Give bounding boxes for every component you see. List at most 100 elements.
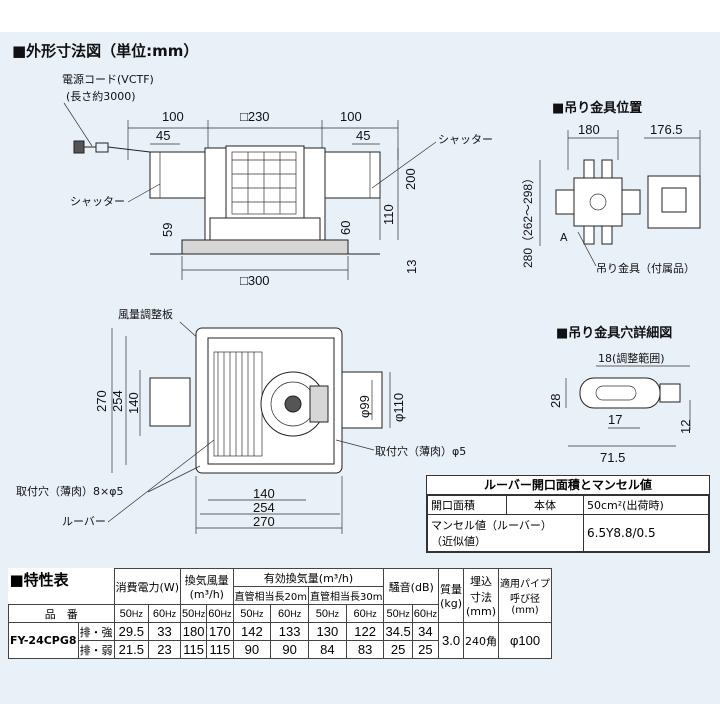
louver-label: ルーバー xyxy=(62,515,106,528)
spec-cell: 21.5 xyxy=(113,640,150,659)
louver-box-title: ルーバー開口面積とマンセル値 xyxy=(427,476,709,495)
spec-mass: 3.0 xyxy=(438,622,465,659)
spec-cell: 115 xyxy=(206,640,234,659)
spec-cell: 142 xyxy=(232,622,272,641)
spec-product-label: 品 番 xyxy=(8,604,115,623)
hz-60: 60 xyxy=(353,607,366,620)
dim-hanger-176: 176.5 xyxy=(650,122,683,137)
dim-top-right-100: 100 xyxy=(340,109,362,124)
hz-unit: Hz xyxy=(426,608,438,619)
spec-mode-strong: 排・強 xyxy=(77,622,115,641)
dim-height-110: 110 xyxy=(381,204,396,225)
hz-60: 60 xyxy=(208,607,221,620)
spec-head-pipe: 適用パイプ 呼び径 (mm) xyxy=(498,568,553,623)
dim-top-right-45: 45 xyxy=(356,128,370,143)
hz-60: 60 xyxy=(413,607,427,620)
hz-50: 50 xyxy=(386,607,399,620)
louver-munsell-value: 6.5Y8.8/0.5 xyxy=(583,514,709,552)
dim-hole-12: 12 xyxy=(678,420,693,434)
spec-head-embed: 埋込 寸法 (mm) xyxy=(463,568,500,623)
spec-model: FY-24CPG8 xyxy=(8,622,79,659)
louver-value-box: ルーバー開口面積とマンセル値 開口面積 本体 50cm²(出荷時) マンセル値（… xyxy=(426,475,710,553)
hanger-part-label: 吊り金具（付属品） xyxy=(596,261,695,275)
hz-50: 50 xyxy=(119,607,132,620)
spec-cell: 83 xyxy=(345,640,385,659)
hz-unit: Hz xyxy=(252,608,264,619)
plan-view: 風量調整板 270 xyxy=(16,307,466,534)
spec-mode-weak: 排・弱 xyxy=(77,640,115,659)
dim-panel-300: □300 xyxy=(240,273,270,288)
right-duct xyxy=(324,151,381,199)
hz-unit: Hz xyxy=(290,608,302,619)
spec-cell: 34 xyxy=(411,622,440,641)
spec-cell: 23 xyxy=(148,640,182,659)
hz-60: 60 xyxy=(278,607,291,620)
dim-top-left-100: 100 xyxy=(162,109,184,124)
spec-head-noise: 騒音(dB) xyxy=(383,568,440,605)
dim-bottom-254: 254 xyxy=(253,500,275,515)
dim-plan-270: 270 xyxy=(94,390,109,412)
hz-unit: Hz xyxy=(365,608,377,619)
hz-unit: Hz xyxy=(194,608,206,619)
spec-hz-cell: 60Hz xyxy=(411,604,440,623)
dim-height-200: 200 xyxy=(403,168,418,190)
spec-head-power: 消費電力(W) xyxy=(113,568,182,605)
plan-right-duct xyxy=(339,371,383,429)
spec-hz-cell: 50Hz xyxy=(383,604,413,623)
spec-embed: 240角 xyxy=(463,622,500,659)
louver-table: 開口面積 本体 50cm²(出荷時) マンセル値（ルーバー） （近似値） 6.5… xyxy=(427,495,709,552)
dim-bottom-140: 140 xyxy=(253,486,275,501)
spec-cell: 90 xyxy=(270,640,309,659)
spec-head-30m: 直管相当長30m xyxy=(307,586,385,605)
spec-cell: 170 xyxy=(206,622,234,641)
hz-50: 50 xyxy=(315,607,328,620)
front-view: 電源コード(VCTF) (長さ約3000) 100 □230 100 45 45 xyxy=(62,72,493,288)
spec-table: ■特性表 消費電力(W) 換気風量 (m³/h) 有効換気量(m³/h) 騒音(… xyxy=(8,568,553,659)
spec-hz-cell: 50Hz xyxy=(308,604,347,623)
spec-pipe: φ100 xyxy=(498,622,553,659)
spec-cell: 29.5 xyxy=(113,622,150,641)
hz-unit: Hz xyxy=(220,608,232,619)
dim-duct-110: φ110 xyxy=(391,393,406,422)
dim-top-230: □230 xyxy=(240,109,270,124)
louver-grid xyxy=(231,151,297,215)
dim-hanger-280: 280（262～298） xyxy=(521,172,535,268)
louver-head-body: 本体 xyxy=(506,495,584,515)
hz-50: 50 xyxy=(240,607,253,620)
outer-dimension-title: ■外形寸法図（単位:mm） xyxy=(12,42,198,60)
dim-height-60: 60 xyxy=(338,221,353,235)
louver-head-area: 開口面積 xyxy=(427,495,507,515)
plug-icon xyxy=(73,140,85,154)
dim-hole-28: 28 xyxy=(548,394,563,408)
hanger-hole-title: ■吊り金具穴詳細図 xyxy=(556,325,672,341)
plan-left-duct xyxy=(149,377,191,427)
dim-plan-140: 140 xyxy=(126,392,141,414)
spec-cell: 25 xyxy=(383,640,413,659)
hz-unit: Hz xyxy=(165,608,177,619)
dim-bottom-270: 270 xyxy=(253,514,275,529)
hz-60: 60 xyxy=(152,607,166,620)
hanger-side-body xyxy=(647,175,701,229)
spec-hz-cell: 60Hz xyxy=(206,604,234,623)
cord-label: 電源コード(VCTF) xyxy=(62,72,154,86)
hz-unit: Hz xyxy=(131,608,143,619)
spec-hz-cell: 60Hz xyxy=(148,604,182,623)
spec-cell: 84 xyxy=(308,640,347,659)
hanger-plate xyxy=(579,377,661,409)
spec-hz-cell: 50Hz xyxy=(232,604,272,623)
dim-height-13: 13 xyxy=(404,260,419,274)
spec-title: ■特性表 xyxy=(9,570,69,589)
cord-length-label: (長さ約3000) xyxy=(66,89,136,103)
spec-cell: 34.5 xyxy=(383,622,413,641)
hz-unit: Hz xyxy=(327,608,339,619)
hz-50: 50 xyxy=(182,607,195,620)
louver-munsell-label: マンセル値（ルーバー） （近似値） xyxy=(427,514,584,552)
spec-cell: 122 xyxy=(345,622,385,641)
dim-plan-254: 254 xyxy=(110,390,125,412)
mount-hole-label: 取付穴（薄肉）φ5 xyxy=(375,444,466,458)
shutter-left-label: シャッター xyxy=(70,195,125,208)
damper-label: 風量調整板 xyxy=(118,307,173,321)
spec-cell: 133 xyxy=(270,622,309,641)
